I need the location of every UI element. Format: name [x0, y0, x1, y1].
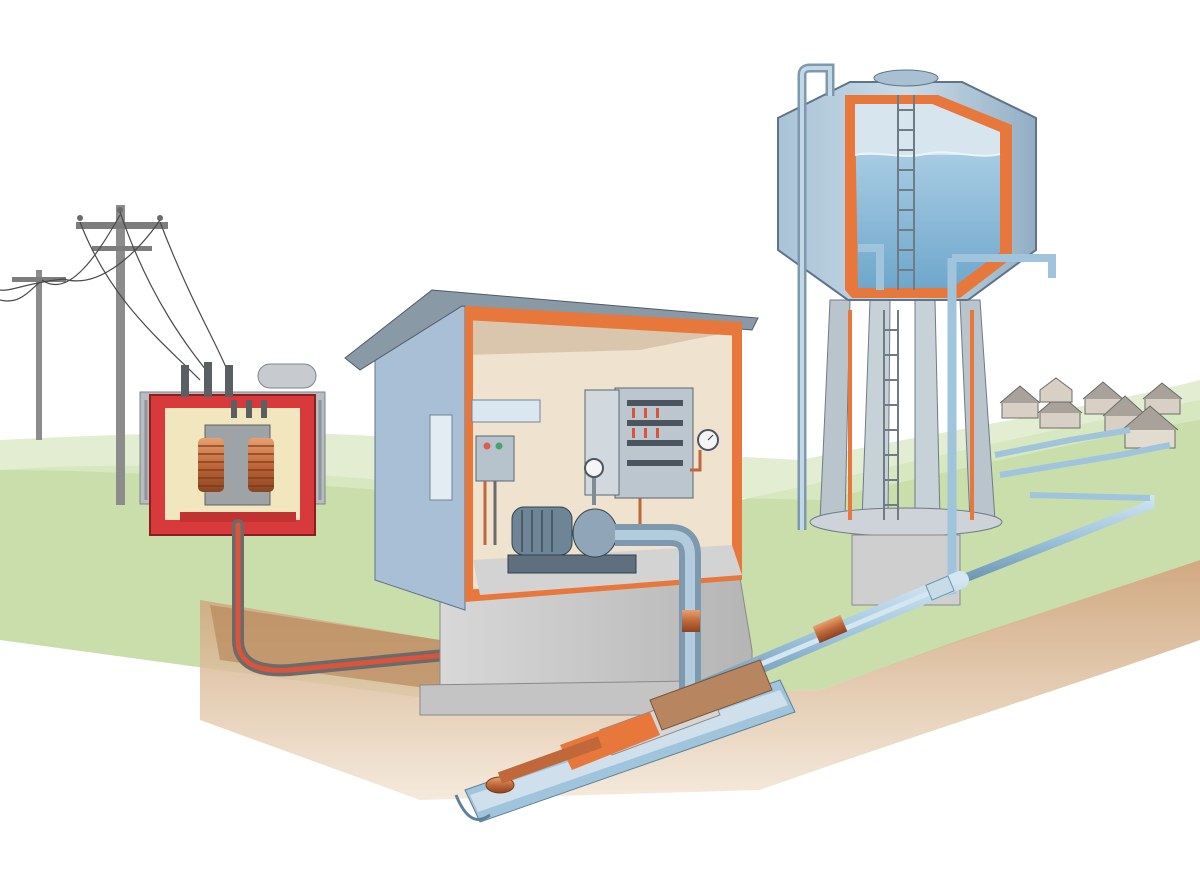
- house-roof: [344, 289, 759, 371]
- trench-left: [210, 605, 440, 690]
- conservator-tank: [257, 363, 317, 389]
- pump-base: [507, 554, 637, 574]
- transformer-coil-left: [198, 438, 224, 492]
- water-tower: [777, 63, 1056, 606]
- house-icon: [1142, 382, 1183, 415]
- distribution-pipes: [958, 427, 1171, 585]
- house-icon: [999, 385, 1041, 419]
- house-icon: [1082, 381, 1124, 415]
- tank-top: [873, 69, 939, 87]
- pump-motor: [511, 506, 618, 558]
- utility-pole-icon: [76, 205, 168, 505]
- house-icon: [1121, 405, 1179, 449]
- soil-cut: [200, 560, 1200, 800]
- power-lines: [0, 205, 229, 505]
- electrical-panel: [584, 387, 694, 499]
- house-window: [471, 399, 541, 423]
- pump-house: [344, 289, 761, 716]
- ladder: [883, 310, 899, 520]
- transformer: [139, 362, 326, 536]
- village: [999, 377, 1183, 449]
- house-icon: [1039, 377, 1073, 403]
- underground-cable: [232, 519, 451, 677]
- transformer-coil-right: [248, 438, 274, 492]
- side-window: [429, 414, 453, 501]
- ladder: [897, 95, 915, 290]
- gauge-icon: [697, 429, 719, 451]
- gauge-icon: [584, 458, 604, 505]
- pipe-cutaway-section: [454, 659, 796, 823]
- transformer-bushings: [181, 362, 267, 418]
- control-box: [475, 435, 515, 482]
- utility-pole-icon: [12, 270, 66, 440]
- main-pipeline: [454, 571, 969, 823]
